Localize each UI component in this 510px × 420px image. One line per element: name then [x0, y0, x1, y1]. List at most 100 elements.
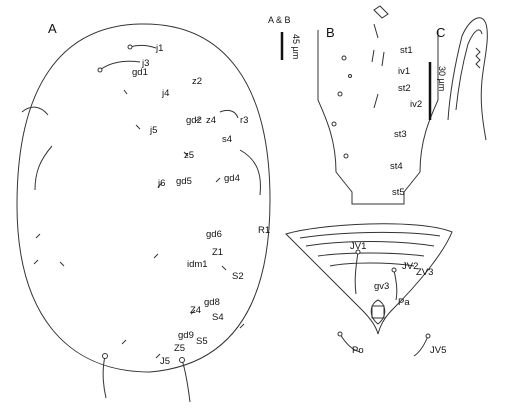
socket-j5	[179, 357, 185, 363]
label-z5-lower: Z5	[174, 343, 186, 354]
dorsal-shield-outline	[16, 23, 271, 373]
dorsal-seta-j3	[99, 60, 141, 71]
dorsal-seta-small-12	[190, 309, 196, 315]
panel-label-a: A	[48, 21, 57, 36]
ventrianal-striae-1	[299, 231, 441, 239]
dorsal-seta-small-3	[135, 124, 141, 130]
label-po: Po	[352, 345, 364, 356]
panel-label-c: C	[436, 25, 446, 40]
postanal-seta	[339, 333, 361, 353]
label-iv2: iv2	[410, 99, 423, 110]
label-z2: z2	[192, 76, 203, 87]
label-zv3: ZV3	[416, 267, 434, 278]
label-r3: r3	[240, 115, 249, 126]
anal-valve	[371, 305, 385, 319]
ventrianal-jv2-seta	[393, 269, 398, 301]
label-jv2: JV2	[402, 261, 419, 272]
socket-po	[337, 331, 343, 337]
label-r1: R1	[258, 225, 271, 236]
sternal-seta-1	[371, 49, 375, 63]
dorsal-seta-j1	[129, 44, 157, 49]
label-st4: st4	[390, 161, 403, 172]
label-gd2: gd2	[186, 115, 202, 126]
dorsal-seta-small-8	[33, 259, 39, 265]
scale-bars	[280, 32, 432, 120]
chelicera-inner	[455, 43, 469, 111]
chelicera-fixed-digit	[461, 17, 488, 141]
socket-z5	[102, 353, 108, 359]
dorsal-seta-right-r3	[219, 109, 239, 119]
dorsal-seta-j5-long	[181, 359, 191, 403]
label-gd4: gd4	[224, 173, 240, 184]
chelicera-shaft	[447, 35, 463, 121]
socket-st4	[343, 153, 349, 159]
socket-j1	[127, 44, 133, 50]
label-gd8: gd8	[204, 297, 220, 308]
label-pa: Pa	[398, 297, 410, 308]
dorsal-seta-small-9	[59, 261, 65, 267]
chelicera-teeth	[475, 47, 481, 69]
anal-opening	[370, 299, 386, 325]
dorsal-seta-small-15	[239, 323, 245, 329]
label-z5: z5	[184, 150, 195, 161]
ventrianal-shield-outline	[285, 223, 453, 335]
socket-jv5	[425, 333, 431, 339]
dorsal-seta-small-2	[195, 117, 201, 122]
label-z4-lower: Z4	[190, 305, 202, 316]
dorsal-seta-small-7	[35, 233, 41, 239]
label-jv1: JV1	[350, 241, 367, 252]
dorsal-seta-left-lateral	[34, 145, 53, 191]
dorsal-seta-small-14	[155, 353, 161, 359]
socket-st3	[331, 121, 337, 127]
panel-label-b: B	[326, 25, 335, 40]
label-z4: z4	[206, 115, 217, 126]
label-gd5: gd5	[176, 176, 192, 187]
jv5-seta	[413, 335, 429, 357]
label-jv5: JV5	[430, 345, 447, 356]
label-j3: j3	[142, 58, 150, 69]
label-st5: st5	[392, 187, 405, 198]
dorsal-seta-small-11	[221, 265, 227, 271]
label-j5-lower: J5	[160, 356, 171, 367]
label-iv1: iv1	[398, 66, 411, 77]
dorsal-seta-left-anterior	[21, 106, 49, 116]
socket-st1	[341, 55, 347, 61]
scale-c-value: 30 µm	[437, 66, 447, 92]
label-s4: s4	[222, 134, 233, 145]
socket-iv1	[348, 74, 352, 78]
label-j6: j6	[158, 178, 166, 189]
dorsal-seta-small-4	[183, 151, 189, 157]
label-s5: S5	[196, 336, 208, 347]
label-s4-lower: S4	[212, 312, 224, 323]
label-gv3: gv3	[374, 281, 390, 292]
tritosternum-base	[373, 23, 379, 39]
sternal-shield-outline	[317, 30, 439, 205]
label-st2: st2	[398, 83, 411, 94]
dorsal-seta-small-10	[153, 253, 159, 259]
ventrianal-striae-2	[305, 241, 435, 247]
label-st3: st3	[394, 129, 407, 140]
dorsal-seta-small-13	[121, 339, 127, 345]
ventrianal-striae-3	[317, 252, 425, 257]
label-idm1: idm1	[187, 259, 208, 270]
scale-ab-caption: A & B	[268, 15, 291, 25]
chelicera-movable-digit	[467, 29, 483, 45]
setal-sockets	[97, 44, 431, 363]
label-j1: j1	[156, 43, 164, 54]
label-st1: st1	[400, 45, 413, 56]
label-gd1: gd1	[132, 67, 148, 78]
label-z1: Z1	[212, 247, 224, 258]
label-s2: S2	[232, 271, 244, 282]
scale-ab-value: 45 µm	[291, 34, 301, 60]
label-gd6: gd6	[206, 229, 222, 240]
dorsal-seta-small-1	[123, 89, 128, 95]
dorsal-seta-z5-long	[102, 355, 107, 399]
socket-st2	[337, 91, 343, 97]
sternal-seta-3	[373, 93, 379, 109]
ventrianal-striae-4	[329, 262, 415, 267]
ventrianal-jv1-seta	[354, 251, 359, 295]
label-j5: j5	[150, 125, 158, 136]
label-j4: j4	[162, 88, 170, 99]
chelicera-tip	[373, 5, 389, 19]
